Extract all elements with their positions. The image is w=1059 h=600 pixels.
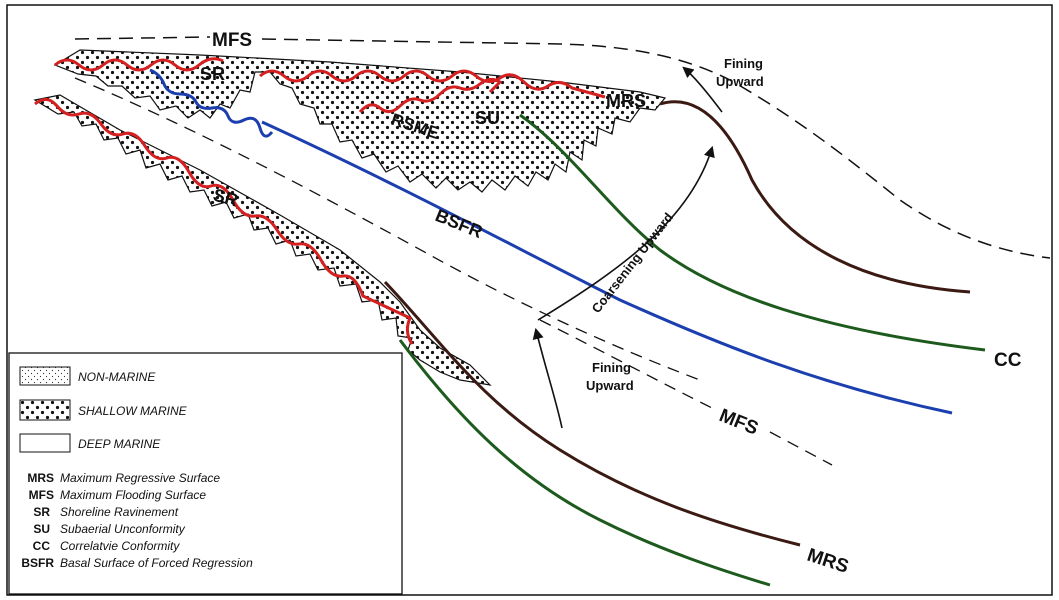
su-label: SU	[475, 108, 500, 128]
legend-abbr-mfs: MFS	[29, 488, 54, 502]
legend-abbr-mrs: MRS	[27, 471, 54, 485]
sr-upper-label: SR	[200, 64, 225, 84]
legend-box	[8, 352, 403, 595]
legend-non-marine-label: NON-MARINE	[78, 370, 156, 384]
legend-abbr-su: SU	[33, 522, 50, 536]
mfs-top-label: MFS	[212, 30, 252, 51]
coarsening-upward-arrow	[537, 145, 715, 321]
legend-deep-marine-label: DEEP MARINE	[78, 437, 161, 451]
deep-marine-swatch	[19, 433, 71, 453]
cc-label: CC	[994, 350, 1022, 371]
legend-text-mfs: Maximum Flooding Surface	[60, 488, 206, 502]
legend-text-mrs: Maximum Regressive Surface	[60, 471, 220, 485]
mrs-lower-line	[383, 280, 801, 547]
lower-shallow-marine-wedge	[33, 94, 492, 386]
fining-upward-low-arrow	[532, 327, 563, 429]
cc-lower-line	[398, 339, 771, 587]
sr-upper-line	[54, 57, 224, 72]
fining-upward-low-label-2: Upward	[586, 378, 634, 393]
mfs-lower-dashed-left	[539, 319, 713, 409]
mfs-lower-dashed	[769, 431, 833, 466]
legend-text-cc: Correlatvie Conformity	[60, 539, 180, 553]
bsfr-line	[261, 120, 953, 415]
mfs-top-dashed	[74, 36, 211, 40]
legend-text-bsfr: Basal Surface of Forced Regression	[60, 556, 253, 570]
upper-shallow-marine-wedge	[53, 49, 667, 193]
non-marine-swatch	[19, 366, 71, 386]
legend-text-sr: Shoreline Ravinement	[60, 505, 179, 519]
legend-shallow-marine-label: SHALLOW MARINE	[78, 404, 188, 418]
fining-upward-top-label-1: Fining	[724, 56, 763, 71]
mrs-upper-label: MRS	[606, 91, 646, 111]
sr-upper-line-right	[259, 69, 606, 99]
legend-abbr-sr: SR	[33, 505, 50, 519]
su-line	[358, 77, 503, 113]
mfs-inner-dashed	[74, 77, 701, 381]
mfs-top-dashed-right	[261, 38, 1051, 259]
fining-upward-top-arrow	[682, 66, 723, 113]
shallow-marine-swatch	[19, 399, 71, 421]
cc-upper-line	[519, 113, 986, 352]
legend: NON-MARINE SHALLOW MARINE DEEP MARINE MR…	[8, 352, 403, 595]
fining-upward-top-label-2: Upward	[716, 74, 764, 89]
legend-abbr-cc: CC	[33, 539, 51, 553]
sr-lower-line	[34, 98, 414, 345]
mrs-upper-line	[659, 100, 971, 294]
bsfr-wavy-segment	[149, 68, 274, 138]
fining-upward-low-label-1: Fining	[592, 360, 631, 375]
legend-abbr-bsfr: BSFR	[21, 556, 54, 570]
legend-text-su: Subaerial Unconformity	[60, 522, 186, 536]
